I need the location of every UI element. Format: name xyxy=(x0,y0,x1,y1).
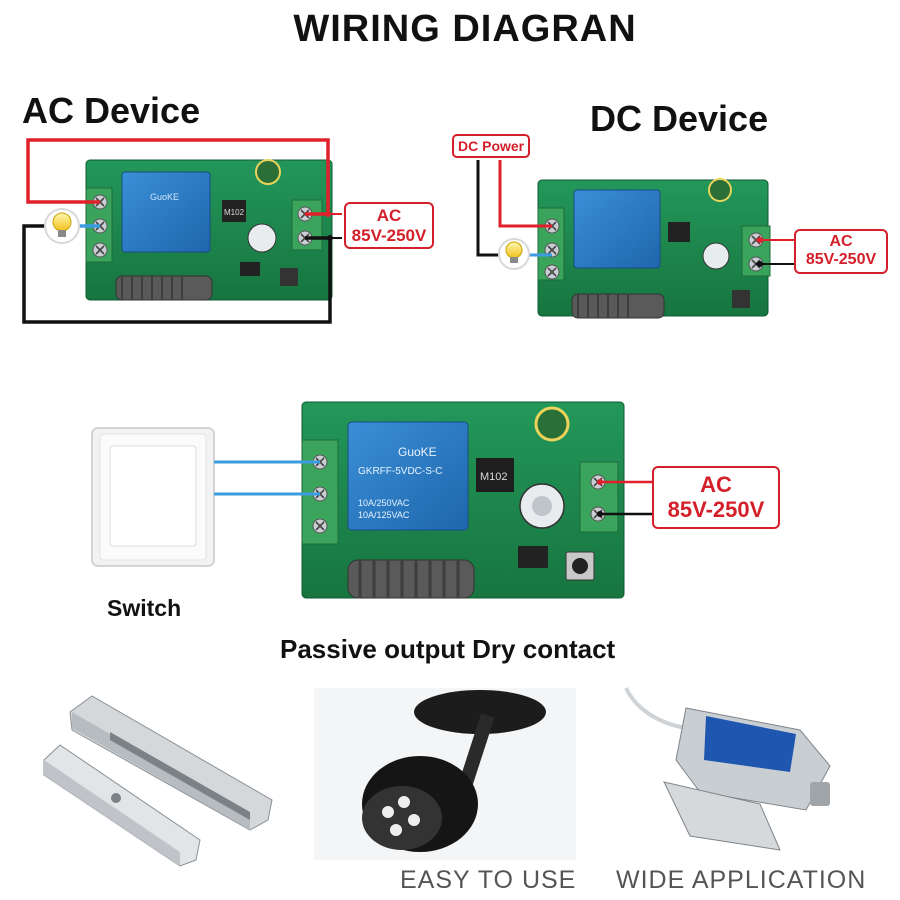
magnetic-lock-icon xyxy=(43,695,273,867)
ac-device-board: GuoKE M102 xyxy=(85,159,333,301)
applications-heading: Passive output Dry contact xyxy=(280,634,616,664)
relay-brand-text: GuoKE xyxy=(398,445,437,459)
relay-rating-text: 10A/250VAC xyxy=(358,498,410,508)
inductor-text: M102 xyxy=(480,471,508,483)
easy-to-use-caption: EASY TO USE xyxy=(400,866,577,894)
ac-red-wire xyxy=(26,138,330,216)
dc-red-wire xyxy=(498,160,552,228)
wide-application-caption: WIDE APPLICATION xyxy=(616,866,867,894)
spotlight-icon xyxy=(314,688,576,860)
relay-model-text: GKRFF-5VDC-S-C xyxy=(358,466,442,477)
switch-label: Switch xyxy=(107,595,182,621)
diagram-title: WIRING DIAGRAN xyxy=(293,8,637,50)
dc-device-heading: DC Device xyxy=(590,98,769,139)
lamp-icon xyxy=(44,208,80,244)
switch-board: GuoKE GKRFF-5VDC-S-C 10A/250VAC 10A/125V… xyxy=(301,401,625,599)
svg-text:M102: M102 xyxy=(224,208,245,217)
solenoid-lock-icon xyxy=(624,687,831,851)
relay-rating-text: 10A/125VAC xyxy=(358,510,410,520)
svg-text:GuoKE: GuoKE xyxy=(150,192,179,202)
lamp-icon xyxy=(498,238,530,270)
ac-device-heading: AC Device xyxy=(22,90,201,131)
dc-device-board xyxy=(537,178,771,319)
dc-power-label: DC Power xyxy=(452,134,531,158)
ac-black-wire xyxy=(22,224,332,324)
dc-black-wire xyxy=(476,160,502,257)
wall-switch xyxy=(91,427,215,567)
